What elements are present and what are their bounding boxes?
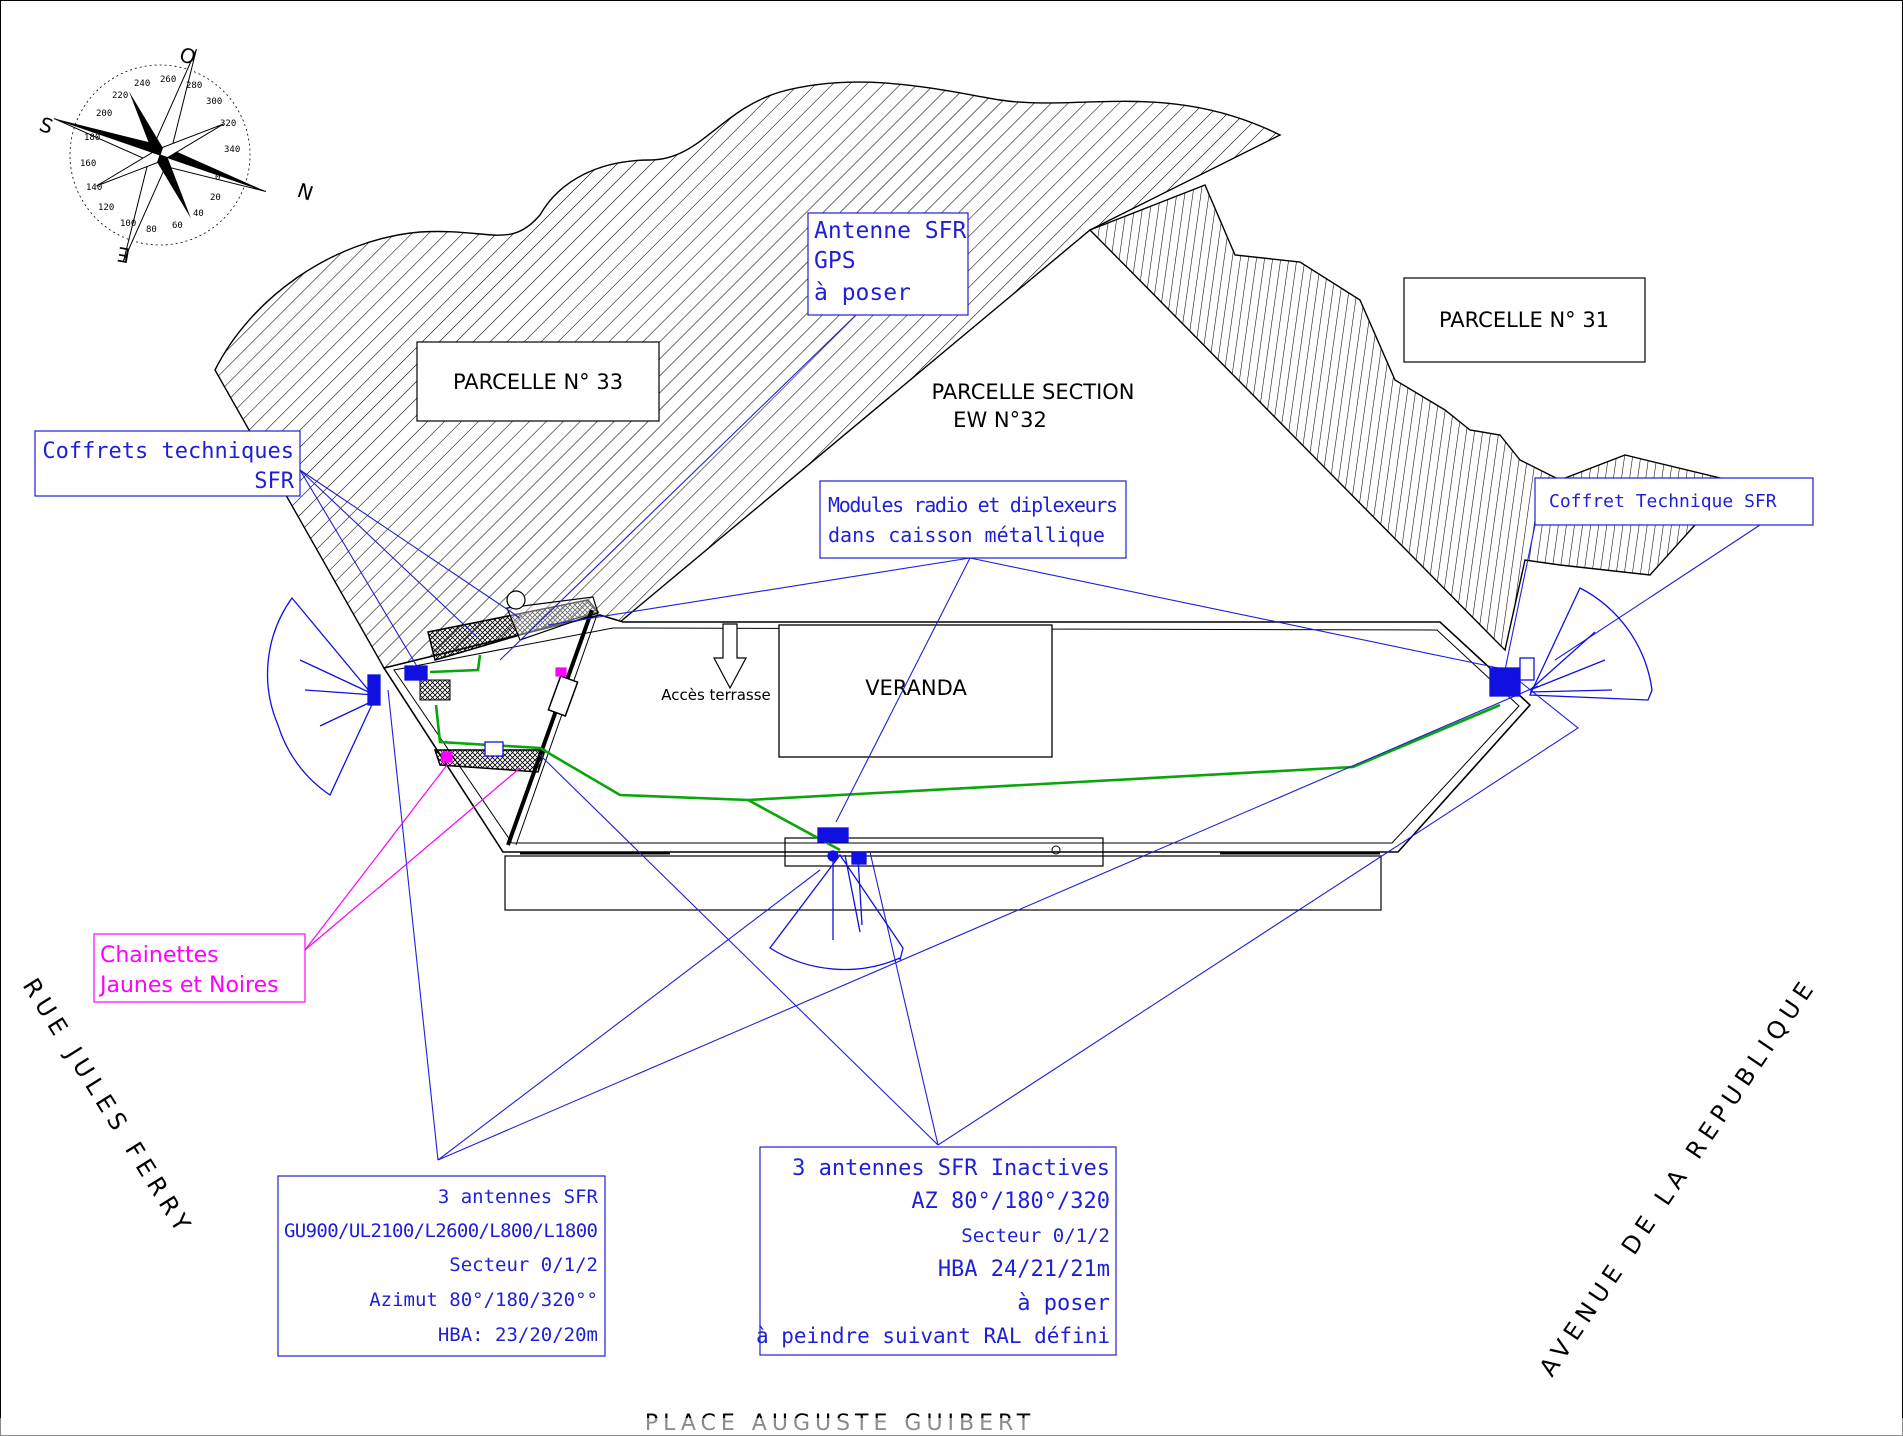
callout-modules: Modules radio et diplexeurs dans caisson… (819, 480, 1127, 559)
antenna-left (266, 596, 504, 796)
compass-rose (53, 48, 267, 262)
parcel-31-box (1403, 277, 1646, 363)
chain-leaders (304, 667, 567, 951)
parcel-31-area (1088, 184, 1722, 652)
veranda-label: VERANDA (865, 676, 967, 700)
callout-modules-line2: dans caisson métallique (828, 523, 1105, 547)
callout-chainettes-line1: Chainettes (100, 943, 219, 968)
compass-degree-0: 0 (215, 173, 220, 183)
callout-coffrets-line1: Coffrets techniques (42, 439, 294, 464)
veranda (778, 624, 1053, 758)
compass-degree-20: 20 (210, 193, 221, 203)
callout-antennas-active: 3 antennes SFR GU900/UL2100/L2600/L800/L… (277, 1175, 606, 1357)
callout-gps-line1: Antenne SFR (814, 218, 966, 244)
compass-west-label: O (176, 42, 199, 70)
callout-antennas-inactive: 3 antennes SFR Inactives AZ 80°/180°/320… (756, 1146, 1117, 1356)
facade-strip (504, 855, 1382, 911)
compass-east-label: E (115, 242, 132, 268)
parcel-33-box (416, 341, 660, 422)
compass-degree-280: 280 (186, 81, 202, 91)
compass-degree-140: 140 (86, 183, 102, 193)
callout-inactive-line2: AZ 80°/180°/320 (911, 1189, 1110, 1214)
callout-active-line1: 3 antennes SFR (438, 1186, 599, 1208)
callout-inactive-line1: 3 antennes SFR Inactives (792, 1156, 1110, 1181)
parcel-31-label: PARCELLE N° 31 (1439, 308, 1609, 332)
compass-degree-100: 100 (120, 219, 136, 229)
compass-degree-60: 60 (172, 221, 183, 231)
street-right-label: AVENUE DE LA REPUBLIQUE (1534, 972, 1823, 1381)
compass-labels: N S E O 0 20 40 60 80 100 120 140 160 18… (36, 42, 316, 268)
callout-inactive-line5: à poser (1017, 1291, 1110, 1316)
antenna-right (1489, 587, 1653, 701)
compass-degree-40: 40 (193, 209, 204, 219)
callout-gps: Antenne SFR GPS à poser (807, 212, 969, 316)
callout-coffret-right: Coffret Technique SFR (1534, 477, 1814, 526)
parcel-33-area (214, 81, 1282, 669)
technical-cabinet-frame (419, 590, 600, 846)
callout-coffrets-line2: SFR (254, 469, 294, 494)
compass-degree-160: 160 (80, 159, 96, 169)
terrace-access-label: Accès terrasse (661, 686, 771, 704)
compass-degree-180: 180 (84, 133, 100, 143)
compass-north-label: N (294, 178, 316, 206)
terrace-access-arrow (713, 623, 747, 690)
compass-degree-120: 120 (98, 203, 114, 213)
parcel-32-label-line1: PARCELLE SECTION (931, 380, 1134, 404)
callout-modules-line1: Modules radio et diplexeurs (828, 493, 1118, 517)
callout-gps-line3: à poser (814, 280, 911, 306)
callout-inactive-line3: Secteur 0/1/2 (961, 1225, 1110, 1247)
compass-degree-300: 300 (206, 97, 222, 107)
compass-degree-260: 260 (160, 75, 176, 85)
callout-active-line3: Secteur 0/1/2 (449, 1254, 598, 1276)
antenna-center (769, 827, 904, 971)
callout-active-line5: HBA: 23/20/20m (438, 1324, 598, 1346)
callout-coffrets: Coffrets techniques SFR (34, 430, 301, 497)
parcel-33-label: PARCELLE N° 33 (453, 370, 623, 394)
compass-degree-220: 220 (112, 91, 128, 101)
compass-degree-320: 320 (220, 119, 236, 129)
compass-degree-340: 340 (224, 145, 240, 155)
compass-degree-80: 80 (146, 225, 157, 235)
callout-chainettes: Chainettes Jaunes et Noires (93, 933, 306, 1003)
callout-gps-line2: GPS (814, 248, 856, 274)
compass-degree-240: 240 (134, 79, 150, 89)
callout-coffret-right-line1: Coffret Technique SFR (1549, 491, 1777, 512)
parcel-32-label-line2: EW N°32 (953, 408, 1047, 432)
compass-south-label: S (36, 112, 56, 139)
street-left-label: RUE JULES FERRY (17, 973, 199, 1241)
cable-run (429, 654, 1501, 852)
callout-active-line2: GU900/UL2100/L2600/L800/L1800 (284, 1220, 598, 1242)
callout-active-line4: Azimut 80°/180/320°° (369, 1289, 598, 1311)
callout-inactive-line4: HBA 24/21/21m (938, 1257, 1110, 1282)
callout-inactive-line6: à peindre suivant RAL défini (756, 1324, 1110, 1348)
callout-chainettes-line2: Jaunes et Noires (98, 973, 279, 998)
compass-degree-200: 200 (96, 109, 112, 119)
